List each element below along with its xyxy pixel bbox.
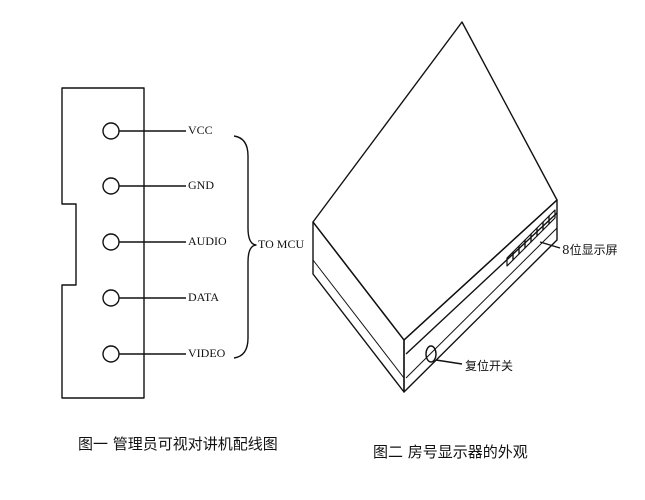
- reset-switch: [425, 345, 437, 363]
- pin-label-video: VIDEO: [188, 346, 226, 360]
- front-panel-line-upper: [405, 212, 558, 355]
- pin-audio-terminal: [102, 233, 120, 251]
- eight-digit-display: [506, 209, 556, 267]
- connector-board: [61, 87, 145, 399]
- box-left-face: [312, 221, 405, 393]
- front-panel-line-lower: [405, 227, 558, 379]
- pin-gnd-terminal: [102, 177, 120, 195]
- reset-leader: [435, 359, 463, 365]
- pin-video-terminal: [102, 345, 120, 363]
- pin-vcc-terminal: [102, 122, 120, 140]
- pin-data-terminal: [102, 289, 120, 307]
- pin-label-audio: AUDIO: [188, 234, 227, 248]
- to-mcu-label: TO MCU: [258, 237, 305, 251]
- mcu-brace: [233, 135, 257, 359]
- figure2-caption: 图二 房号显示器的外观: [373, 443, 528, 461]
- pin-label-data: DATA: [188, 290, 220, 304]
- left-face-line: [312, 259, 405, 379]
- display-leader: [539, 241, 561, 249]
- pin-label-vcc: VCC: [188, 123, 213, 137]
- box-top-face: [312, 21, 558, 341]
- reset-switch-label: 复位开关: [465, 359, 514, 373]
- pin-label-gnd: GND: [188, 178, 214, 192]
- display-label: 8位显示屏: [562, 243, 618, 257]
- figure1-caption: 图一 管理员可视对讲机配线图: [78, 435, 278, 453]
